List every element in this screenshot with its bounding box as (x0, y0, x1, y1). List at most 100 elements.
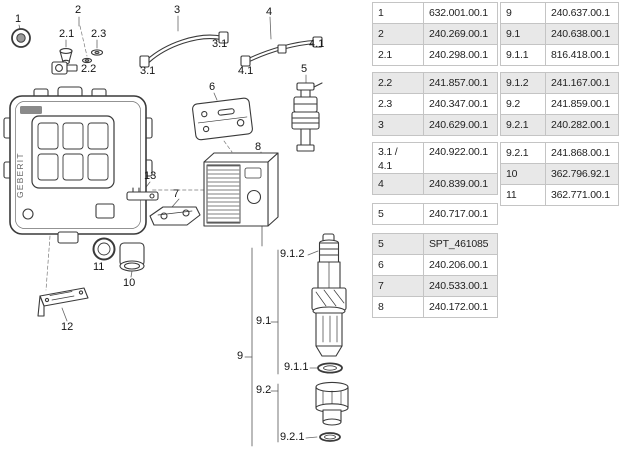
leader-lines (18, 15, 319, 439)
callout-10: 10 (123, 277, 136, 289)
part-code: 362.796.92.1 (545, 163, 619, 185)
access-window-grid (37, 122, 109, 181)
callout-2-3: 2.3 (91, 28, 107, 40)
part-ref: 11 (500, 184, 546, 206)
brand-logo-block (20, 106, 42, 114)
part-12-wall-bracket (37, 287, 89, 317)
part-10-bend (119, 242, 145, 272)
part-7-bracket (149, 206, 201, 226)
table-group: 9 240.637.00.1 9.1 240.638.00.1 9.1.1 81… (500, 2, 619, 66)
part-4-hose (240, 36, 323, 67)
part-code: 362.771.00.1 (545, 184, 619, 206)
part-ref: 7 (372, 275, 424, 297)
part-ref: 9 (500, 2, 546, 24)
callout-4: 4 (266, 6, 273, 18)
part-ref: 2.1 (372, 44, 424, 66)
part-912-valve-top (318, 233, 340, 263)
callout-8: 8 (255, 141, 262, 153)
table-group: 2.2 241.857.00.1 2.3 240.347.00.1 3 240.… (372, 72, 498, 136)
part-2-cluster (51, 48, 104, 75)
table-group: 9.2.1 241.868.00.1 10 362.796.92.1 11 36… (500, 142, 619, 206)
spare-parts-table-left: 1 632.001.00.1 2 240.269.00.1 2.1 240.29… (372, 2, 498, 318)
part-8-flush-bend (203, 152, 279, 227)
part-ref: 9.2.1 (500, 142, 546, 164)
table-group: 1 632.001.00.1 2 240.269.00.1 2.1 240.29… (372, 2, 498, 66)
part-code: 240.172.00.1 (423, 296, 498, 318)
table-row: 11 362.771.00.1 (500, 184, 619, 206)
part-5-fill-valve (291, 82, 323, 152)
part-code: 240.269.00.1 (423, 23, 498, 45)
callout-2-2: 2.2 (81, 63, 97, 75)
callout-3-1-b: 3.1 (212, 38, 228, 50)
callout-12: 12 (61, 321, 74, 333)
part-ref: 3 (372, 114, 424, 136)
part-ref: 1 (372, 2, 424, 24)
part-code: 240.839.00.1 (423, 173, 498, 195)
table-group: 5 SPT_461085 6 240.206.00.1 7 240.533.00… (372, 233, 498, 318)
part-911-gasket (317, 362, 343, 374)
table-row: 3.1 / 4.1 240.922.00.1 (372, 142, 498, 174)
part-ref: 8 (372, 296, 424, 318)
spare-parts-table-right: 9 240.637.00.1 9.1 240.638.00.1 9.1.1 81… (500, 2, 619, 206)
table-group: 9.1.2 241.167.00.1 9.2 241.859.00.1 9.2.… (500, 72, 619, 136)
part-ref: 9.1 (500, 23, 546, 45)
callout-9-1-2: 9.1.2 (280, 248, 305, 260)
callout-3-1-a: 3.1 (140, 65, 156, 77)
part-ref: 2 (372, 23, 424, 45)
part-code: 240.533.00.1 (423, 275, 498, 297)
callout-3: 3 (174, 4, 181, 16)
table-row: 9.2.1 241.868.00.1 (500, 142, 619, 164)
callout-2-1: 2.1 (59, 28, 75, 40)
part-code: 816.418.00.1 (545, 44, 619, 66)
table-row: 9.2.1 240.282.00.1 (500, 114, 619, 136)
table-group: 5 240.717.00.1 (372, 203, 498, 225)
part-code: SPT_461085 (423, 233, 498, 255)
callout-4-1-a: 4.1 (238, 65, 254, 77)
part-code: 241.868.00.1 (545, 142, 619, 164)
part-ref: 9.1.1 (500, 44, 546, 66)
table-row: 8 240.172.00.1 (372, 296, 498, 318)
table-row: 10 362.796.92.1 (500, 163, 619, 185)
table-row: 4 240.839.00.1 (372, 173, 498, 195)
table-row: 9 240.637.00.1 (500, 2, 619, 24)
table-row: 9.2 241.859.00.1 (500, 93, 619, 115)
callout-9-1-1: 9.1.1 (284, 361, 309, 373)
part-code: 240.922.00.1 (423, 142, 498, 174)
table-row: 9.1 240.638.00.1 (500, 23, 619, 45)
table-row: 2.1 240.298.00.1 (372, 44, 498, 66)
callout-6: 6 (209, 81, 216, 93)
part-ref: 4 (372, 173, 424, 195)
callout-9-2-1: 9.2.1 (280, 431, 305, 443)
callout-13: 13 (144, 170, 157, 182)
table-row: 1 632.001.00.1 (372, 2, 498, 24)
part-ref: 9.2 (500, 93, 546, 115)
callout-9-2: 9.2 (256, 384, 272, 396)
part-ref: 5 (372, 203, 424, 225)
callout-2: 2 (75, 4, 82, 16)
part-91-flush-valve (311, 261, 347, 357)
callout-7: 7 (173, 188, 180, 200)
part-ref: 2.3 (372, 93, 424, 115)
part-code: 240.629.00.1 (423, 114, 498, 136)
part-ref: 9.2.1 (500, 114, 546, 136)
part-ref: 9.1.2 (500, 72, 546, 94)
part-code: 241.857.00.1 (423, 72, 498, 94)
part-code: 240.638.00.1 (545, 23, 619, 45)
callout-11: 11 (93, 261, 105, 273)
part-921-seal (319, 432, 341, 442)
part-code: 240.282.00.1 (545, 114, 619, 136)
part-1-grommet (11, 28, 31, 48)
part-ref: 5 (372, 233, 424, 255)
table-row: 5 SPT_461085 (372, 233, 498, 255)
part-cistern-body: GEBERIT (3, 86, 153, 244)
table-row: 2.3 240.347.00.1 (372, 93, 498, 115)
table-row: 3 240.629.00.1 (372, 114, 498, 136)
table-row: 9.1.1 816.418.00.1 (500, 44, 619, 66)
part-3-hose (139, 31, 229, 68)
part-code: 240.298.00.1 (423, 44, 498, 66)
table-row: 2 240.269.00.1 (372, 23, 498, 45)
part-13-rail (126, 187, 159, 201)
part-code: 240.637.00.1 (545, 2, 619, 24)
part-code: 240.347.00.1 (423, 93, 498, 115)
part-code: 240.717.00.1 (423, 203, 498, 225)
